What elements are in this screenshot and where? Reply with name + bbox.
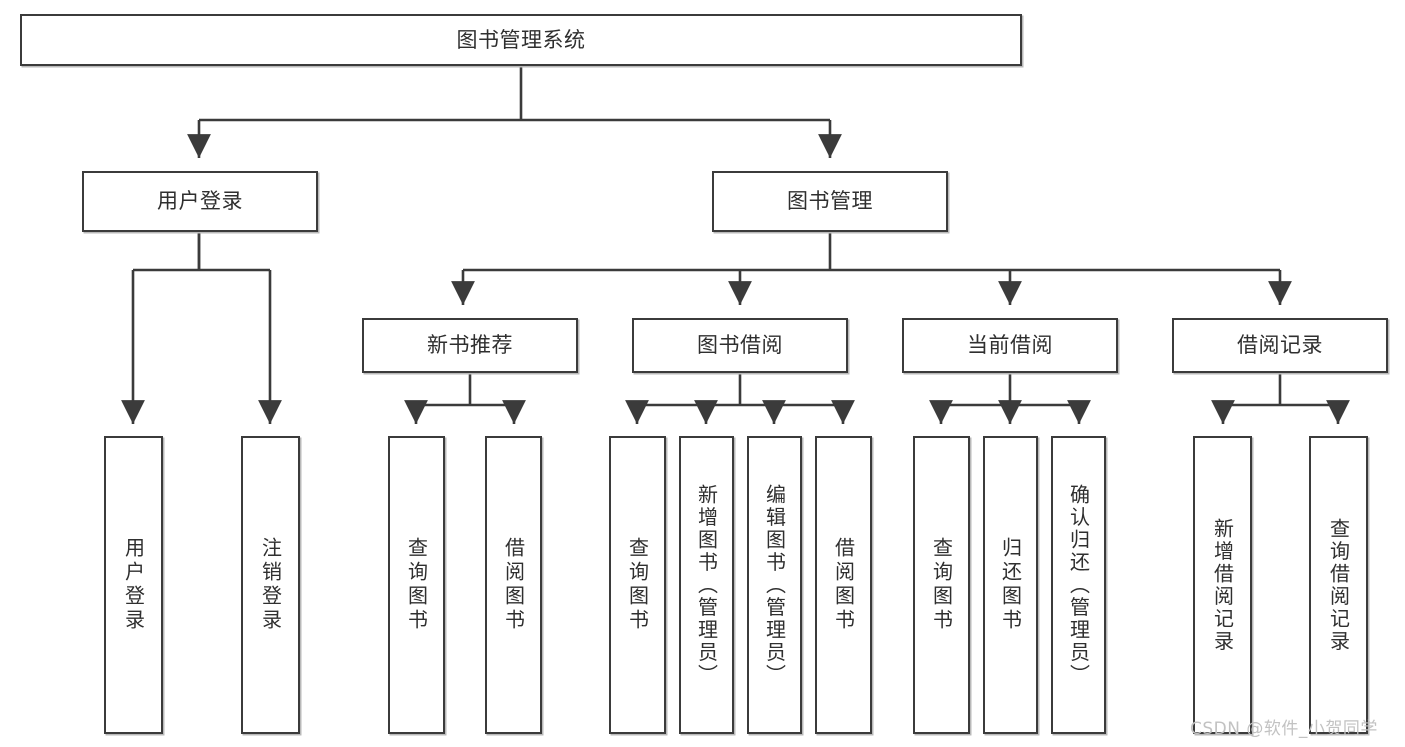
node-leaf-user-login-label: 用户登录 bbox=[121, 537, 146, 633]
node-leaf-logout[interactable]: 注销登录 bbox=[241, 436, 300, 734]
node-leaf-edit-book[interactable]: 编辑图书（管理员） bbox=[747, 436, 802, 734]
csdn-watermark: CSDN @软件_小贺同学 bbox=[1190, 719, 1378, 739]
node-leaf-return-book-label: 归还图书 bbox=[998, 537, 1023, 633]
node-leaf-query-record-label: 查询借阅记录 bbox=[1326, 517, 1351, 653]
node-book-management-label: 图书管理 bbox=[787, 189, 873, 214]
node-book-borrow[interactable]: 图书借阅 bbox=[632, 318, 848, 373]
node-leaf-add-record[interactable]: 新增借阅记录 bbox=[1193, 436, 1252, 734]
node-new-book-recommend-label: 新书推荐 bbox=[427, 333, 513, 358]
node-book-borrow-label: 图书借阅 bbox=[697, 333, 783, 358]
node-leaf-return-book[interactable]: 归还图书 bbox=[983, 436, 1038, 734]
node-leaf-add-book-label: 新增图书（管理员） bbox=[694, 483, 719, 687]
node-leaf-confirm-return[interactable]: 确认归还（管理员） bbox=[1051, 436, 1106, 734]
node-current-borrow-label: 当前借阅 bbox=[967, 333, 1053, 358]
node-leaf-confirm-return-label: 确认归还（管理员） bbox=[1066, 483, 1091, 687]
node-leaf-query-record[interactable]: 查询借阅记录 bbox=[1309, 436, 1368, 734]
node-root-label: 图书管理系统 bbox=[456, 27, 586, 52]
node-borrow-record-label: 借阅记录 bbox=[1237, 333, 1323, 358]
node-leaf-logout-label: 注销登录 bbox=[258, 537, 283, 633]
node-leaf-borrow-book-2[interactable]: 借阅图书 bbox=[815, 436, 872, 734]
node-leaf-query-book-1[interactable]: 查询图书 bbox=[388, 436, 445, 734]
node-leaf-query-book-2-label: 查询图书 bbox=[625, 537, 650, 633]
node-leaf-query-book-3-label: 查询图书 bbox=[929, 537, 954, 633]
node-user-login-label: 用户登录 bbox=[157, 189, 243, 214]
node-leaf-borrow-book-2-label: 借阅图书 bbox=[831, 537, 856, 633]
node-leaf-query-book-1-label: 查询图书 bbox=[404, 537, 429, 633]
node-leaf-query-book-3[interactable]: 查询图书 bbox=[913, 436, 970, 734]
node-user-login[interactable]: 用户登录 bbox=[82, 171, 318, 232]
node-root[interactable]: 图书管理系统 bbox=[20, 14, 1022, 66]
node-borrow-record[interactable]: 借阅记录 bbox=[1172, 318, 1388, 373]
node-leaf-user-login[interactable]: 用户登录 bbox=[104, 436, 163, 734]
node-current-borrow[interactable]: 当前借阅 bbox=[902, 318, 1118, 373]
node-leaf-edit-book-label: 编辑图书（管理员） bbox=[762, 483, 787, 687]
node-leaf-query-book-2[interactable]: 查询图书 bbox=[609, 436, 666, 734]
node-book-management[interactable]: 图书管理 bbox=[712, 171, 948, 232]
node-new-book-recommend[interactable]: 新书推荐 bbox=[362, 318, 578, 373]
node-leaf-add-record-label: 新增借阅记录 bbox=[1210, 517, 1235, 653]
node-leaf-borrow-book-1[interactable]: 借阅图书 bbox=[485, 436, 542, 734]
node-leaf-add-book[interactable]: 新增图书（管理员） bbox=[679, 436, 734, 734]
node-leaf-borrow-book-1-label: 借阅图书 bbox=[501, 537, 526, 633]
